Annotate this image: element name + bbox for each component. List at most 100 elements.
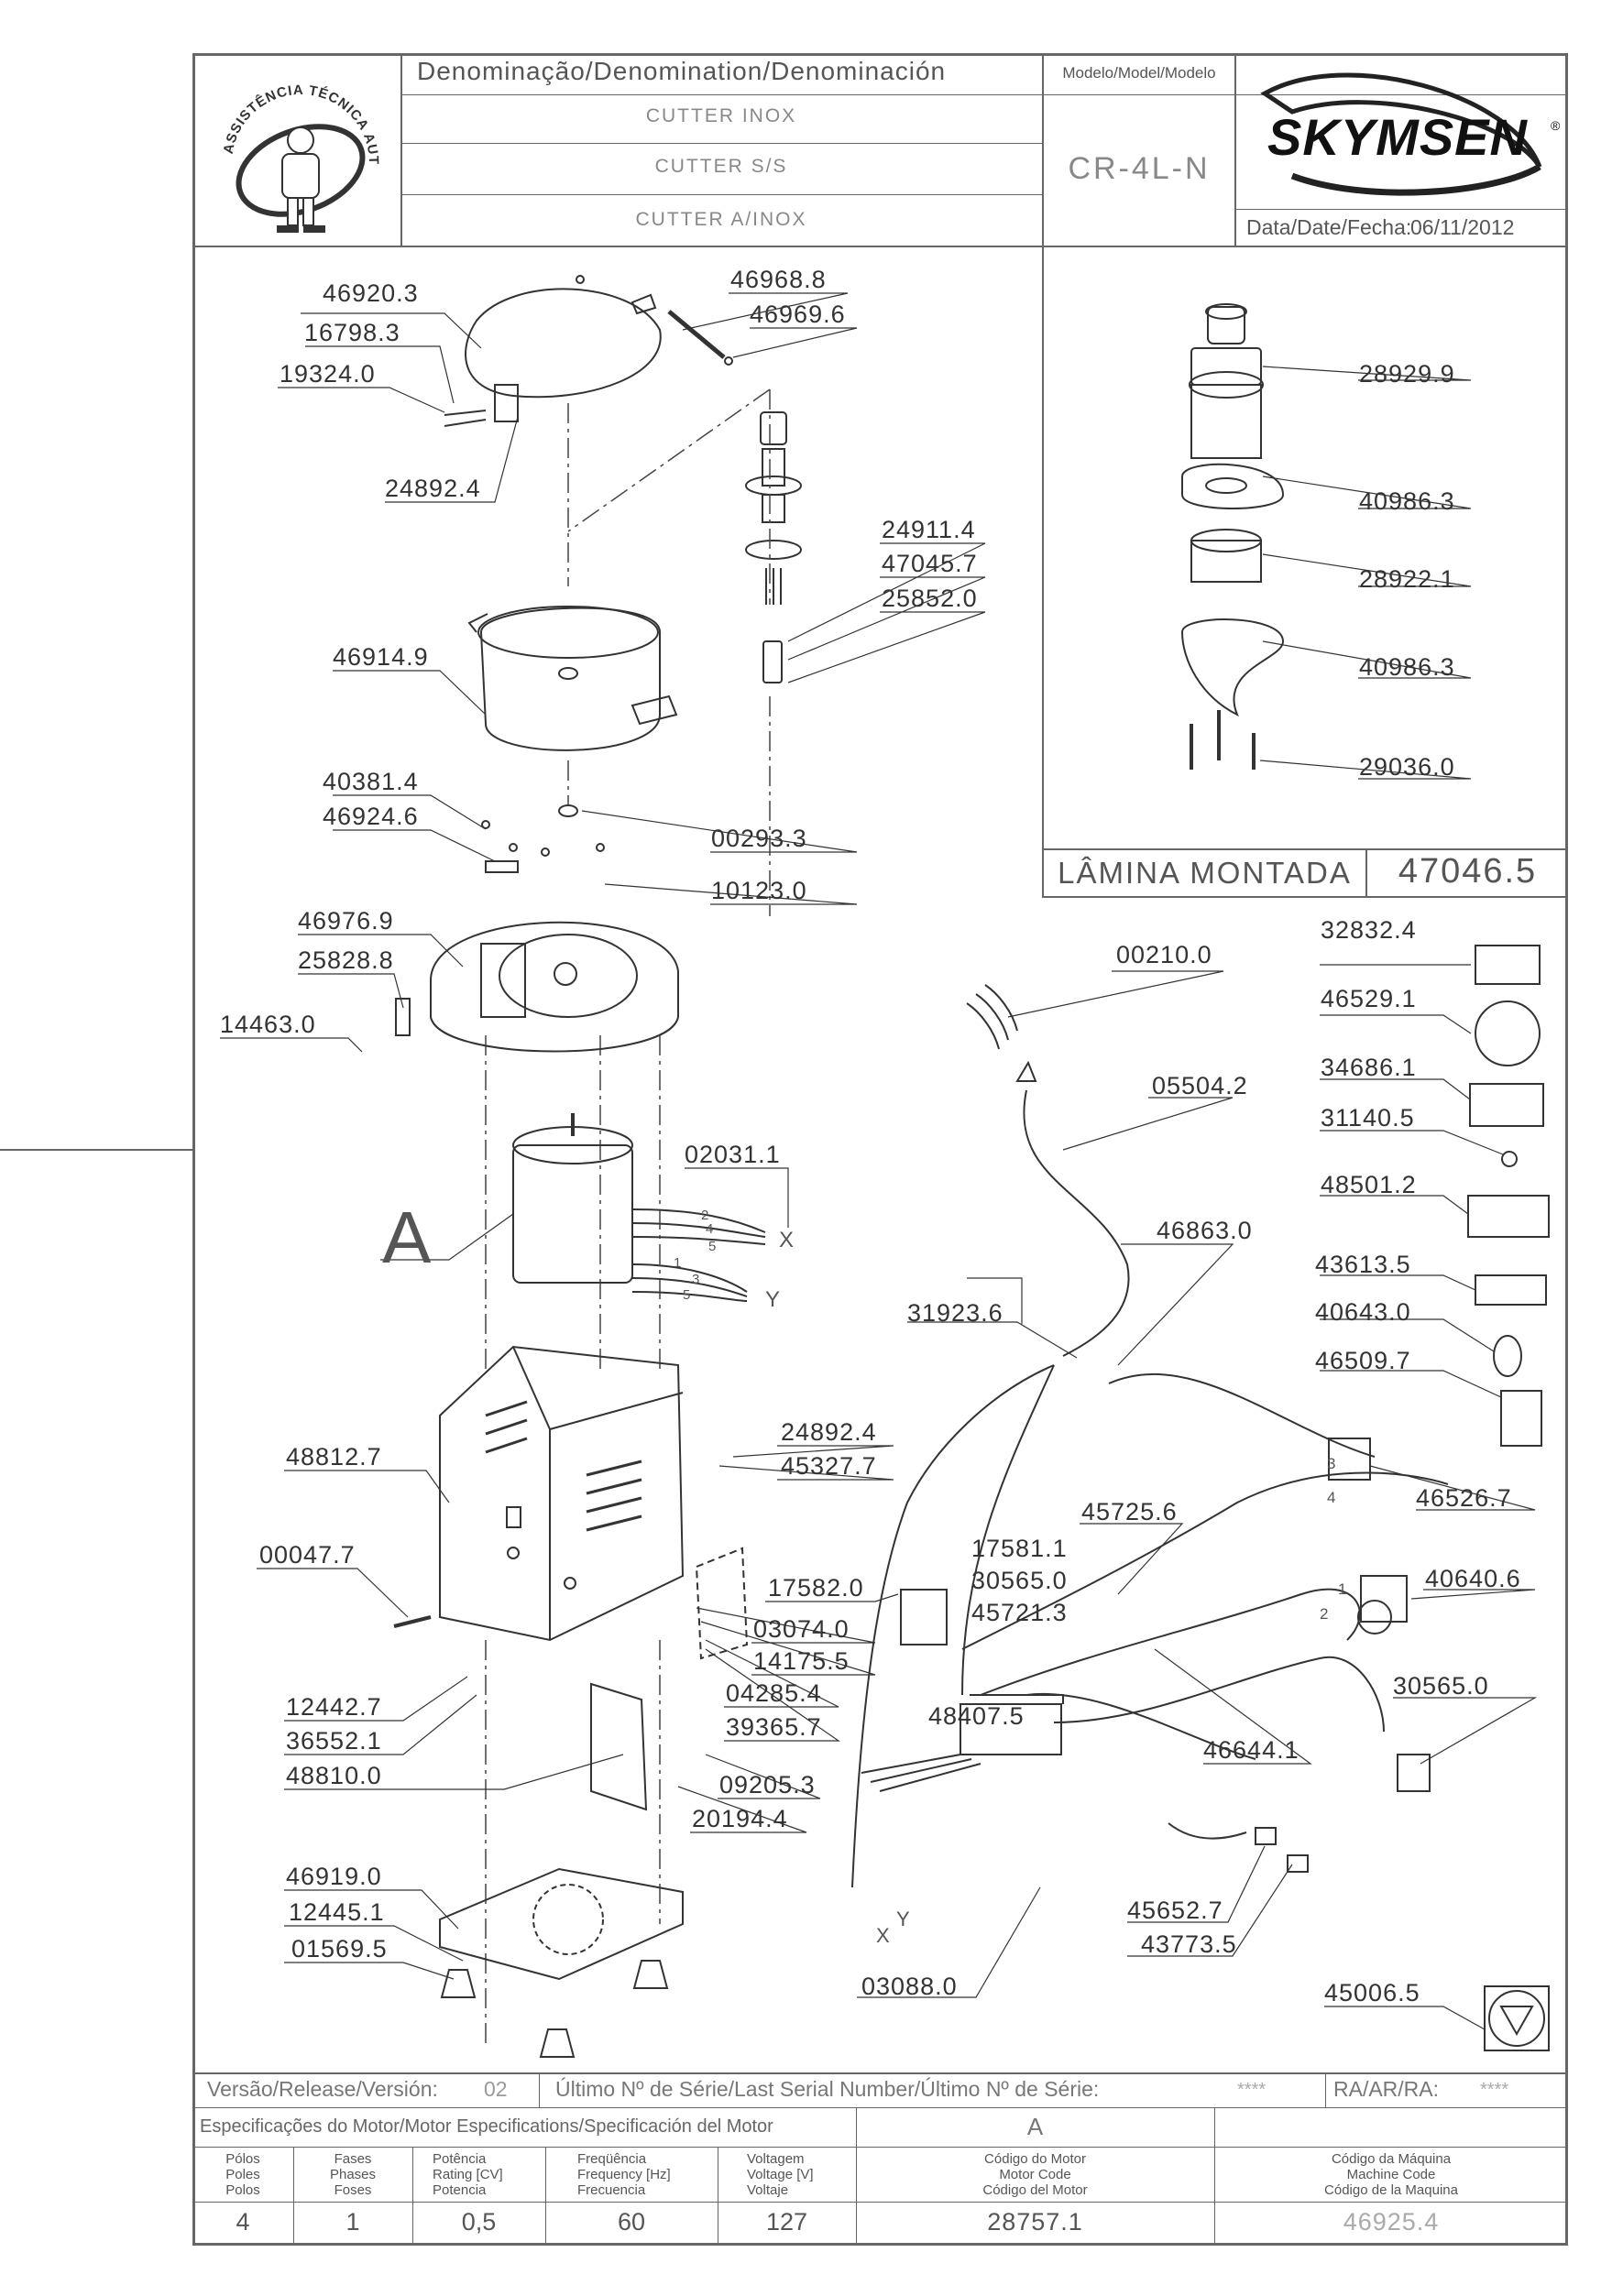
header-row-3 — [400, 194, 1042, 195]
page-border-right — [1565, 53, 1568, 2246]
part-label: 48810.0 — [286, 1762, 382, 1789]
motor-callout-letter: A — [382, 1197, 432, 1278]
part-label: 10123.0 — [711, 877, 807, 904]
part-label: 14463.0 — [220, 1011, 316, 1038]
part-label: 48501.2 — [1321, 1171, 1417, 1198]
button-terminal-2: 2 — [1320, 1605, 1329, 1623]
part-label: 20194.4 — [692, 1805, 788, 1832]
part-label: 43773.5 — [1141, 1930, 1237, 1958]
wire-y-3: 3 — [692, 1272, 700, 1287]
wire-x-5: 5 — [708, 1239, 717, 1254]
date-value: 06/11/2012 — [1410, 215, 1515, 239]
part-label: 03088.0 — [861, 1973, 958, 2000]
denomination-label: Denominação/Denomination/Denominación — [417, 57, 947, 85]
svg-text:®: ® — [1551, 118, 1561, 133]
footer-col-1 — [293, 2147, 294, 2243]
skymsen-logo: SKYMSEN ® — [1260, 72, 1561, 196]
authorized-service-logo: ASSISTÊNCIA TÉCNICA AUTORIZADA — [209, 62, 380, 233]
wire-y-5: 5 — [683, 1287, 691, 1303]
part-label: 43613.5 — [1315, 1251, 1411, 1278]
harness-x-label: X — [876, 1924, 890, 1947]
part-label: 47045.7 — [882, 550, 978, 577]
part-label: 04285.4 — [726, 1679, 822, 1707]
page-border-left — [192, 53, 195, 2246]
button-terminal-1: 1 — [1338, 1580, 1347, 1598]
switch-terminal-3: 3 — [1327, 1455, 1336, 1472]
val-voltage: 127 — [765, 2208, 808, 2236]
part-label: 30565.0 — [971, 1567, 1068, 1594]
footer-vdiv-ver — [539, 2072, 540, 2107]
power-cord — [1023, 1089, 1130, 1357]
inset-code: 47046.5 — [1398, 852, 1538, 891]
part-label: 00047.7 — [259, 1541, 356, 1569]
part-label: 12445.1 — [289, 1898, 385, 1926]
header-div-3 — [1234, 53, 1236, 247]
footer-line-4 — [192, 2202, 1568, 2203]
part-label: 45725.6 — [1081, 1498, 1178, 1525]
inset-left — [1042, 246, 1044, 898]
footer-col-3 — [545, 2147, 546, 2243]
part-label: 00293.3 — [711, 825, 807, 852]
ra-value: **** — [1480, 2080, 1509, 2100]
ra-label: RA/AR/RA: — [1333, 2077, 1440, 2101]
part-label: 46509.7 — [1315, 1347, 1411, 1374]
header-div-2 — [1042, 53, 1044, 247]
part-label: 24892.4 — [781, 1418, 877, 1446]
part-label: 24911.4 — [882, 516, 976, 543]
footer-vdiv-motor — [856, 2107, 857, 2243]
part-label: 14175.5 — [753, 1647, 850, 1675]
part-label: 45721.3 — [971, 1599, 1068, 1626]
part-label: 09205.3 — [719, 1771, 816, 1799]
part-label: 40643.0 — [1315, 1298, 1411, 1326]
part-label: 32832.4 — [1321, 916, 1417, 944]
part-label: 25852.0 — [882, 585, 978, 612]
version-value: 02 — [484, 2077, 508, 2101]
part-label: 46526.7 — [1416, 1484, 1512, 1512]
part-label: 36552.1 — [286, 1727, 382, 1755]
part-label: 30565.0 — [1393, 1672, 1489, 1700]
part-label: 46969.6 — [750, 301, 846, 328]
part-label: 17581.1 — [971, 1535, 1068, 1562]
header-div-1 — [400, 53, 402, 247]
part-label: 45652.7 — [1127, 1897, 1223, 1924]
page-border-bottom — [192, 2243, 1568, 2246]
part-label: 40381.4 — [323, 768, 419, 795]
part-label: 48812.7 — [286, 1443, 382, 1471]
part-label: 16798.3 — [304, 319, 400, 346]
footer-vdiv-ra — [1325, 2072, 1326, 2107]
model-label: Modelo/Model/Modelo — [1062, 64, 1216, 82]
bowl-shape — [479, 607, 661, 751]
part-label: 46644.1 — [1203, 1736, 1299, 1764]
part-label: 34686.1 — [1321, 1054, 1417, 1081]
part-label: 03074.0 — [753, 1615, 850, 1643]
val-poles: 4 — [236, 2208, 250, 2236]
part-label: 48407.5 — [928, 1702, 1025, 1730]
switch-terminal-4: 4 — [1327, 1489, 1336, 1506]
inset-bottom — [1042, 896, 1568, 898]
footer-line-3 — [192, 2147, 1568, 2148]
inset-title: LÂMINA MONTADA — [1058, 856, 1352, 890]
val-frequency: 60 — [617, 2208, 646, 2236]
part-label: 29036.0 — [1359, 753, 1455, 781]
part-label: 46924.6 — [323, 803, 419, 830]
motor-letter: A — [1026, 2113, 1044, 2140]
page-border-top — [192, 53, 1568, 56]
wire-x-2: 2 — [701, 1208, 709, 1223]
wire-x-4: 4 — [706, 1221, 714, 1237]
header-row-4 — [1234, 209, 1568, 210]
part-label: 40986.3 — [1359, 487, 1455, 515]
part-label: 19324.0 — [280, 360, 376, 388]
part-label: 24892.4 — [385, 475, 481, 502]
part-label: 31140.5 — [1321, 1104, 1415, 1132]
part-label: 00210.0 — [1116, 941, 1212, 968]
wire-x-label: X — [779, 1228, 795, 1252]
part-label: 12442.7 — [286, 1693, 382, 1721]
